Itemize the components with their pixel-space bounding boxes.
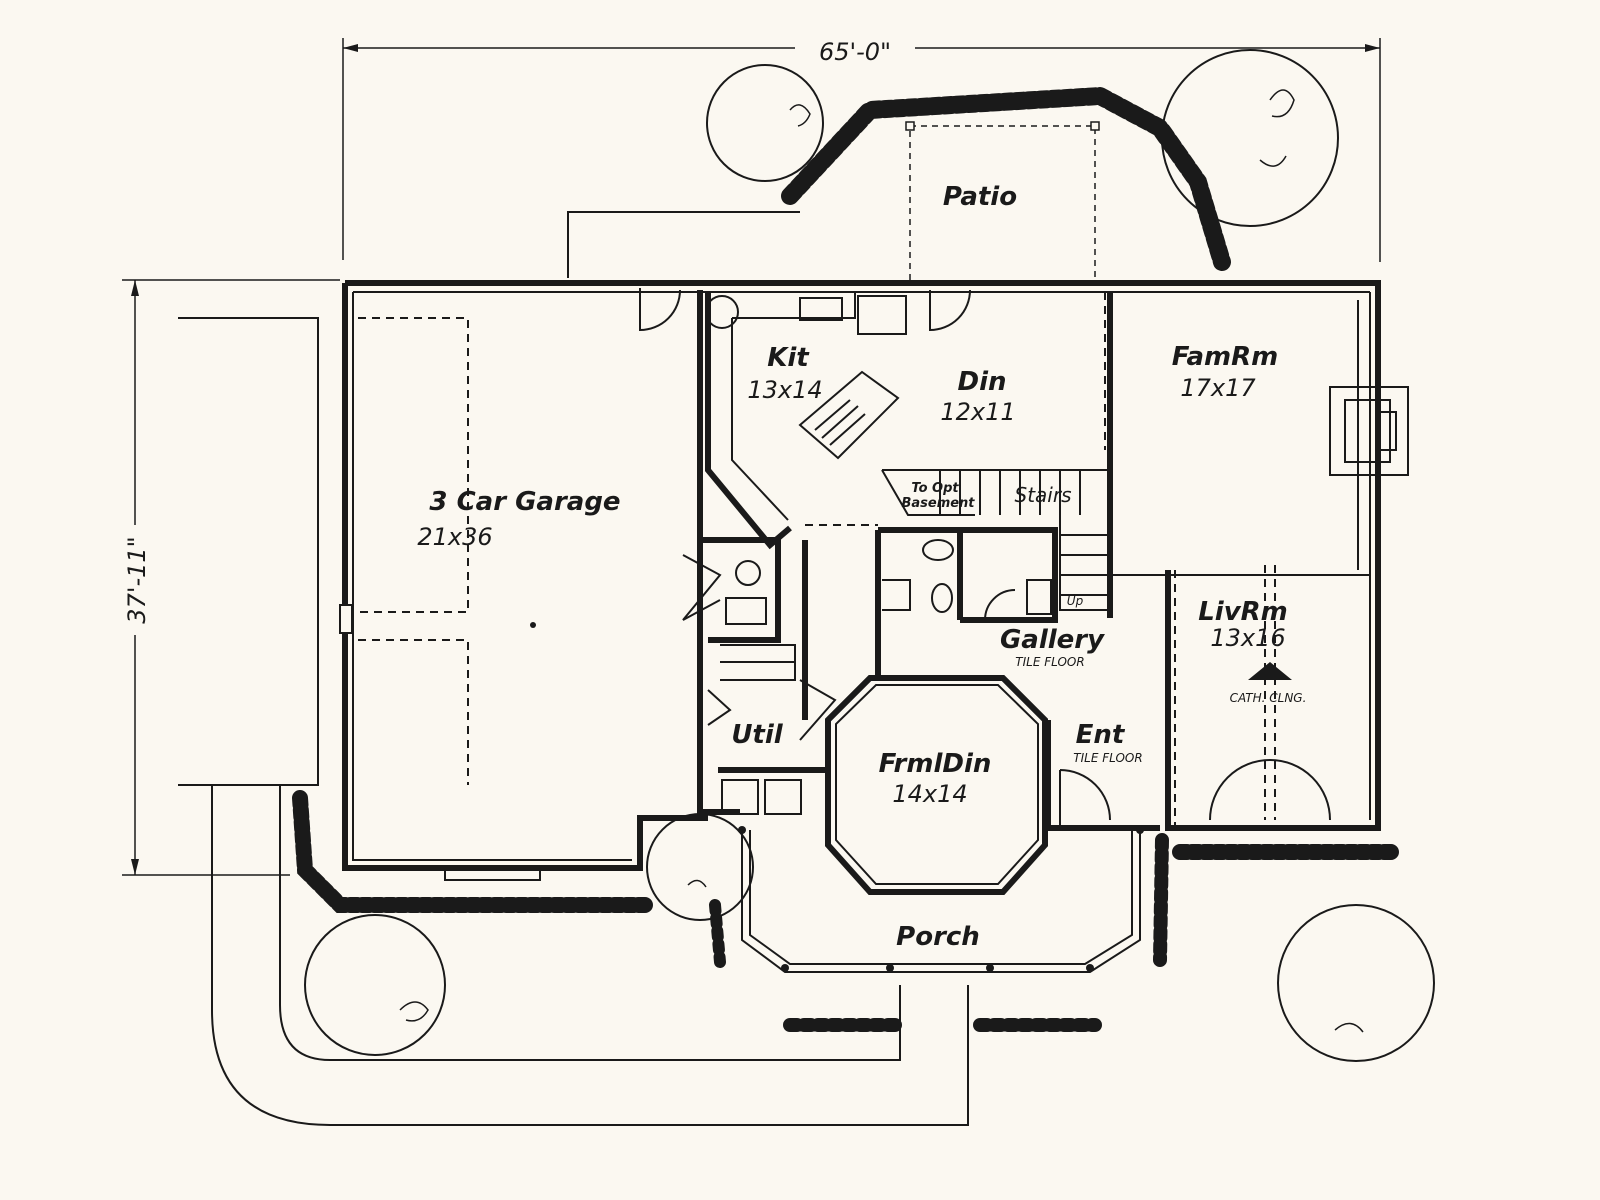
entry-floor-note: TILE FLOOR — [1073, 751, 1142, 765]
family-room-label: FamRm — [1172, 342, 1279, 372]
family-room-size: 17x17 — [1180, 374, 1256, 402]
living-room-label: LivRm — [1198, 597, 1288, 627]
kitchen-label: Kit — [767, 343, 810, 373]
basement-stairs-label-line1: To Opt — [911, 481, 959, 496]
garage-size: 21x36 — [417, 523, 492, 551]
dining-label: Din — [957, 367, 1006, 397]
stairs — [881, 469, 1108, 611]
utility-area — [682, 524, 878, 815]
formal-dining-size: 14x14 — [892, 780, 967, 808]
depth-dimension-label: 37'-11" — [123, 536, 151, 623]
tree-icon — [1277, 904, 1435, 1062]
exterior-walls — [342, 280, 1381, 871]
garage-walls — [339, 288, 740, 881]
stairs-up-label: Up — [1067, 594, 1084, 608]
kitchen-counters — [705, 289, 971, 550]
living-room-size: 13x16 — [1210, 624, 1285, 652]
tree-icon — [646, 813, 754, 921]
gallery-floor-note: TILE FLOOR — [1015, 655, 1084, 669]
kitchen-size: 13x14 — [747, 376, 822, 404]
powder-bath — [875, 527, 1058, 680]
living-room-ceiling-note: CATH. CLNG. — [1230, 691, 1307, 705]
entry-label: Ent — [1076, 720, 1126, 750]
porch-outline — [738, 826, 1144, 973]
formal-dining-walls — [825, 675, 1048, 895]
formal-dining-label: FrmlDin — [879, 749, 992, 779]
patio-label: Patio — [943, 182, 1017, 212]
basement-stairs-label-line2: Basement — [901, 496, 975, 511]
front-hedge — [292, 790, 1403, 1032]
dining-size: 12x11 — [940, 398, 1015, 426]
porch-label: Porch — [896, 922, 980, 952]
gallery-label: Gallery — [1000, 625, 1105, 655]
patio — [905, 121, 1100, 280]
garage-label: 3 Car Garage — [429, 487, 620, 517]
driveway-outline — [178, 211, 969, 1126]
stairs-label: Stairs — [1015, 483, 1072, 507]
width-dimension-label: 65'-0" — [819, 38, 891, 66]
utility-label: Util — [731, 720, 783, 750]
tree-icon — [1161, 49, 1339, 227]
tree-icon — [706, 64, 824, 182]
tree-icon — [304, 914, 446, 1056]
family-room-walls — [1104, 292, 1409, 618]
patio-hedge — [781, 86, 1231, 271]
